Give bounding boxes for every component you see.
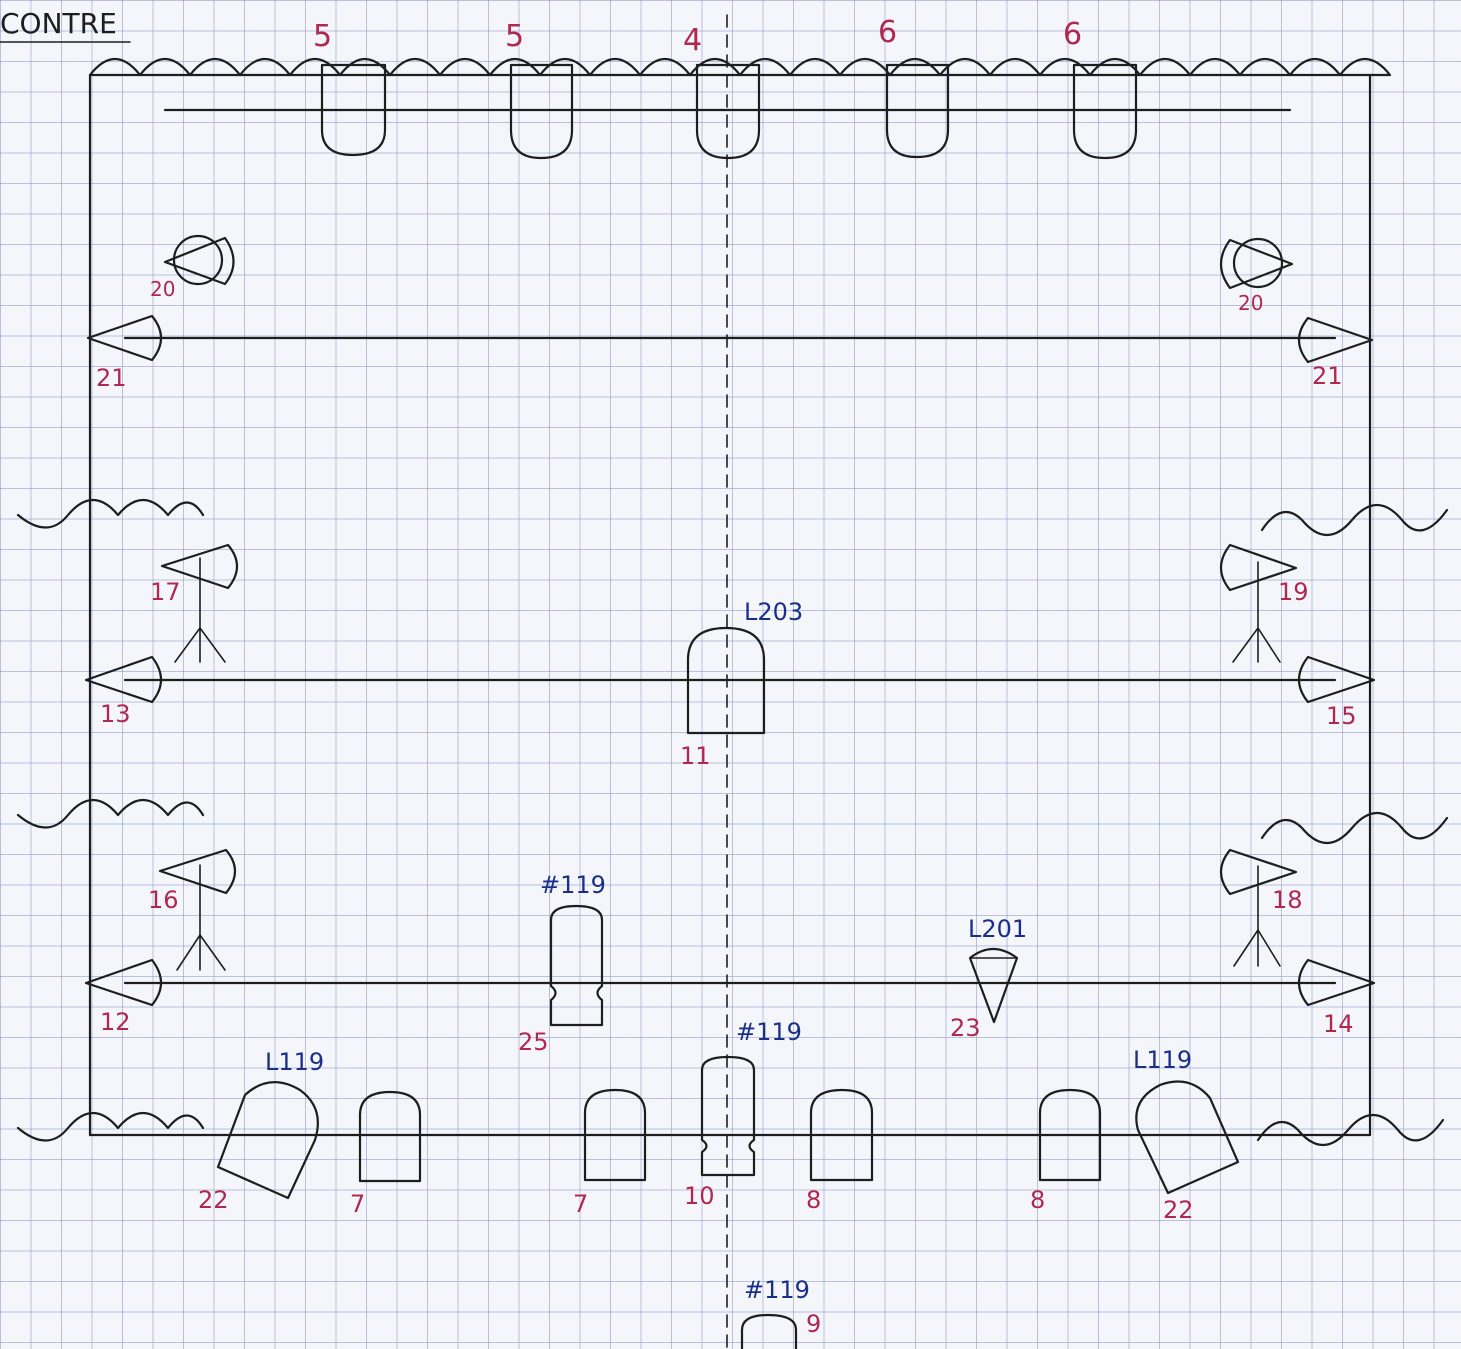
fixture-21-right — [1297, 316, 1374, 364]
label-8a: 8 — [806, 1186, 821, 1214]
label-21-right: 21 — [1312, 362, 1343, 390]
label-20-left: 20 — [150, 277, 175, 301]
tag-l119-left: L119 — [265, 1048, 324, 1076]
label-7b: 7 — [573, 1190, 588, 1218]
label-9: 9 — [806, 1310, 821, 1338]
label-4: 4 — [683, 23, 702, 58]
tag-119-mid: #119 — [540, 871, 606, 899]
label-21-left: 21 — [96, 364, 127, 392]
fixture-8b — [1038, 1088, 1102, 1182]
fixture-top-6b — [1072, 63, 1138, 160]
label-5b: 5 — [505, 19, 524, 54]
fixture-top-4 — [695, 63, 761, 160]
label-7a: 7 — [350, 1190, 365, 1218]
fixture-25 — [549, 904, 604, 1027]
fixture-22-right — [1135, 1080, 1240, 1195]
fixture-23 — [968, 947, 1019, 1024]
boom-18 — [1219, 848, 1298, 967]
fixture-9 — [740, 1313, 798, 1349]
curtain-left-mid — [16, 499, 205, 529]
label-22-right: 22 — [1163, 1196, 1194, 1224]
stage-side-walls — [88, 73, 1372, 1137]
fixture-8a — [809, 1088, 874, 1182]
fixture-14 — [1297, 958, 1376, 1007]
label-17: 17 — [150, 578, 181, 606]
label-5a: 5 — [313, 19, 332, 54]
tag-l203: L203 — [744, 598, 803, 626]
fixture-10 — [700, 1055, 756, 1177]
curtain-left-low — [16, 799, 205, 829]
fixture-15 — [1297, 655, 1376, 704]
fixture-20-right — [1219, 237, 1294, 290]
label-15: 15 — [1326, 702, 1357, 730]
label-16: 16 — [148, 886, 179, 914]
label-20-right: 20 — [1238, 291, 1263, 315]
fixture-13 — [84, 655, 163, 704]
label-10: 10 — [684, 1182, 715, 1210]
fixture-top-5a — [320, 63, 387, 157]
label-8b: 8 — [1030, 1186, 1045, 1214]
label-19: 19 — [1278, 578, 1309, 606]
curtain-right-bottom — [1256, 1114, 1445, 1146]
label-23: 23 — [950, 1014, 981, 1042]
curtain-left-bottom — [16, 1112, 205, 1142]
fixture-top-5b — [509, 63, 574, 160]
label-13: 13 — [100, 700, 131, 728]
label-6a: 6 — [878, 15, 897, 50]
top-curtain — [88, 58, 1392, 77]
boom-16 — [158, 848, 237, 971]
fixture-7b — [583, 1088, 647, 1182]
fixture-11 — [686, 626, 766, 735]
boom-19 — [1219, 543, 1298, 663]
curtain-right-low — [1260, 812, 1449, 844]
tag-l119-right: L119 — [1133, 1046, 1192, 1074]
label-22-left: 22 — [198, 1186, 229, 1214]
fixture-21-left — [86, 314, 163, 362]
fixture-7a — [358, 1090, 422, 1183]
fixture-22-left — [216, 1081, 319, 1200]
label-25: 25 — [518, 1028, 549, 1056]
tag-119-centre: #119 — [736, 1018, 802, 1046]
label-6b: 6 — [1063, 17, 1082, 52]
fixture-top-6a — [885, 63, 950, 159]
fixture-20-left — [163, 234, 235, 286]
tag-119-bottom: #119 — [744, 1276, 810, 1304]
plot-title: CONTRE — [0, 7, 117, 40]
label-11: 11 — [680, 742, 711, 770]
curtain-right-mid — [1260, 504, 1449, 536]
boom-17 — [160, 543, 239, 663]
fixture-12 — [84, 958, 163, 1007]
label-12: 12 — [100, 1008, 131, 1036]
tag-l201: L201 — [968, 915, 1027, 943]
label-18: 18 — [1272, 886, 1303, 914]
label-14: 14 — [1323, 1010, 1354, 1038]
